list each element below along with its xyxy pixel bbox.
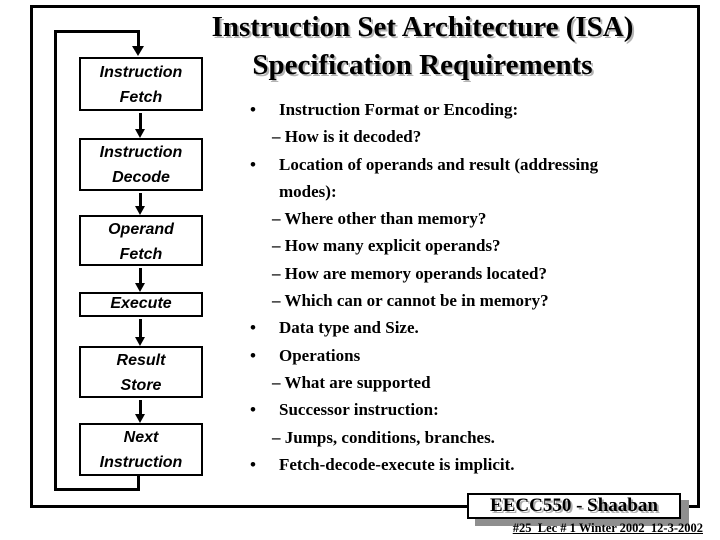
bullet-dot-icon: • bbox=[250, 318, 256, 338]
flow-box-instruction-fetch: Instruction Fetch bbox=[79, 57, 203, 111]
bullet-text: Fetch-decode-execute is implicit. bbox=[279, 454, 515, 474]
flow-arrow-down-icon bbox=[135, 400, 145, 423]
flow-box-label: Fetch bbox=[119, 89, 163, 106]
slide-title: Instruction Set Architecture (ISA) Speci… bbox=[150, 8, 695, 84]
flow-arrow-down-icon bbox=[135, 113, 145, 138]
bullet-dot-icon: • bbox=[250, 400, 256, 420]
bullet-dot-icon: • bbox=[250, 154, 256, 174]
bullet-item: • Fetch-decode-execute is implicit. bbox=[246, 451, 659, 478]
flow-arrow-down-icon bbox=[135, 268, 145, 292]
flow-arrow-down-icon bbox=[135, 193, 145, 215]
bullet-item: • Successor instruction: bbox=[246, 396, 659, 423]
flow-box-operand-fetch: Operand Fetch bbox=[79, 215, 203, 266]
footer-course-box: EECC550 - Shaaban bbox=[467, 493, 681, 519]
loop-line-entry bbox=[137, 30, 140, 47]
loop-line-bottom bbox=[54, 488, 140, 491]
flow-box-result-store: Result Store bbox=[79, 346, 203, 398]
flow-box-execute: Execute bbox=[79, 292, 203, 317]
bullet-dot-icon: • bbox=[250, 454, 256, 474]
bullet-item: • Data type and Size. bbox=[246, 314, 659, 341]
bullet-subitem: – Jumps, conditions, branches. bbox=[272, 427, 495, 447]
bullet-list: • Instruction Format or Encoding: – How … bbox=[246, 96, 659, 478]
bullet-dot-icon: • bbox=[250, 345, 256, 365]
slide-border bbox=[30, 5, 700, 508]
footer-course-label: EECC550 - Shaaban bbox=[490, 495, 658, 516]
footer-lecture-info: #25 Lec # 1 Winter 2002 12-3-2002 bbox=[512, 521, 703, 535]
bullet-text: Operations bbox=[279, 345, 361, 365]
title-line-1: Instruction Set Architecture (ISA) bbox=[211, 11, 634, 43]
bullet-text: Location of operands and result (address… bbox=[279, 154, 599, 201]
flow-arrow-down-icon bbox=[135, 319, 145, 346]
bullet-item: • Operations bbox=[246, 342, 659, 369]
flow-box-label: Fetch bbox=[119, 246, 163, 263]
bullet-subitem: – How are memory operands located? bbox=[272, 263, 547, 283]
flow-box-instruction-decode: Instruction Decode bbox=[79, 138, 203, 191]
flow-box-label: Operand bbox=[108, 221, 174, 238]
bullet-item: • Instruction Format or Encoding: bbox=[246, 96, 659, 123]
bullet-text: Instruction Format or Encoding: bbox=[279, 100, 519, 119]
loop-arrowhead-icon bbox=[132, 46, 144, 56]
loop-line-top bbox=[54, 30, 140, 33]
loop-line-left bbox=[54, 30, 57, 491]
bullet-subitem: – How many explicit operands? bbox=[272, 236, 501, 256]
title-line-2: Specification Requirements bbox=[252, 49, 593, 81]
flow-box-label: Instruction bbox=[99, 64, 183, 81]
flow-box-label: Execute bbox=[110, 295, 172, 312]
bullet-subitem: – Which can or cannot be in memory? bbox=[272, 291, 549, 311]
flow-box-next-instruction: Next Instruction bbox=[79, 423, 203, 476]
flow-box-label: Result bbox=[116, 352, 166, 369]
flow-box-label: Next bbox=[123, 429, 159, 446]
flow-box-label: Store bbox=[120, 377, 162, 394]
bullet-subitem: – What are supported bbox=[272, 372, 431, 392]
flow-box-label: Instruction bbox=[99, 454, 183, 471]
flow-box-label: Instruction bbox=[99, 144, 183, 161]
bullet-dot-icon: • bbox=[250, 100, 256, 119]
bullet-item: • Location of operands and result (addre… bbox=[246, 151, 659, 206]
bullet-text: Data type and Size. bbox=[279, 318, 419, 338]
flow-box-label: Decode bbox=[112, 169, 170, 186]
loop-line-stub bbox=[137, 475, 140, 491]
bullet-subitem: – How is it decoded? bbox=[272, 127, 422, 147]
bullet-text: Successor instruction: bbox=[279, 400, 439, 420]
bullet-subitem: – Where other than memory? bbox=[272, 209, 487, 229]
